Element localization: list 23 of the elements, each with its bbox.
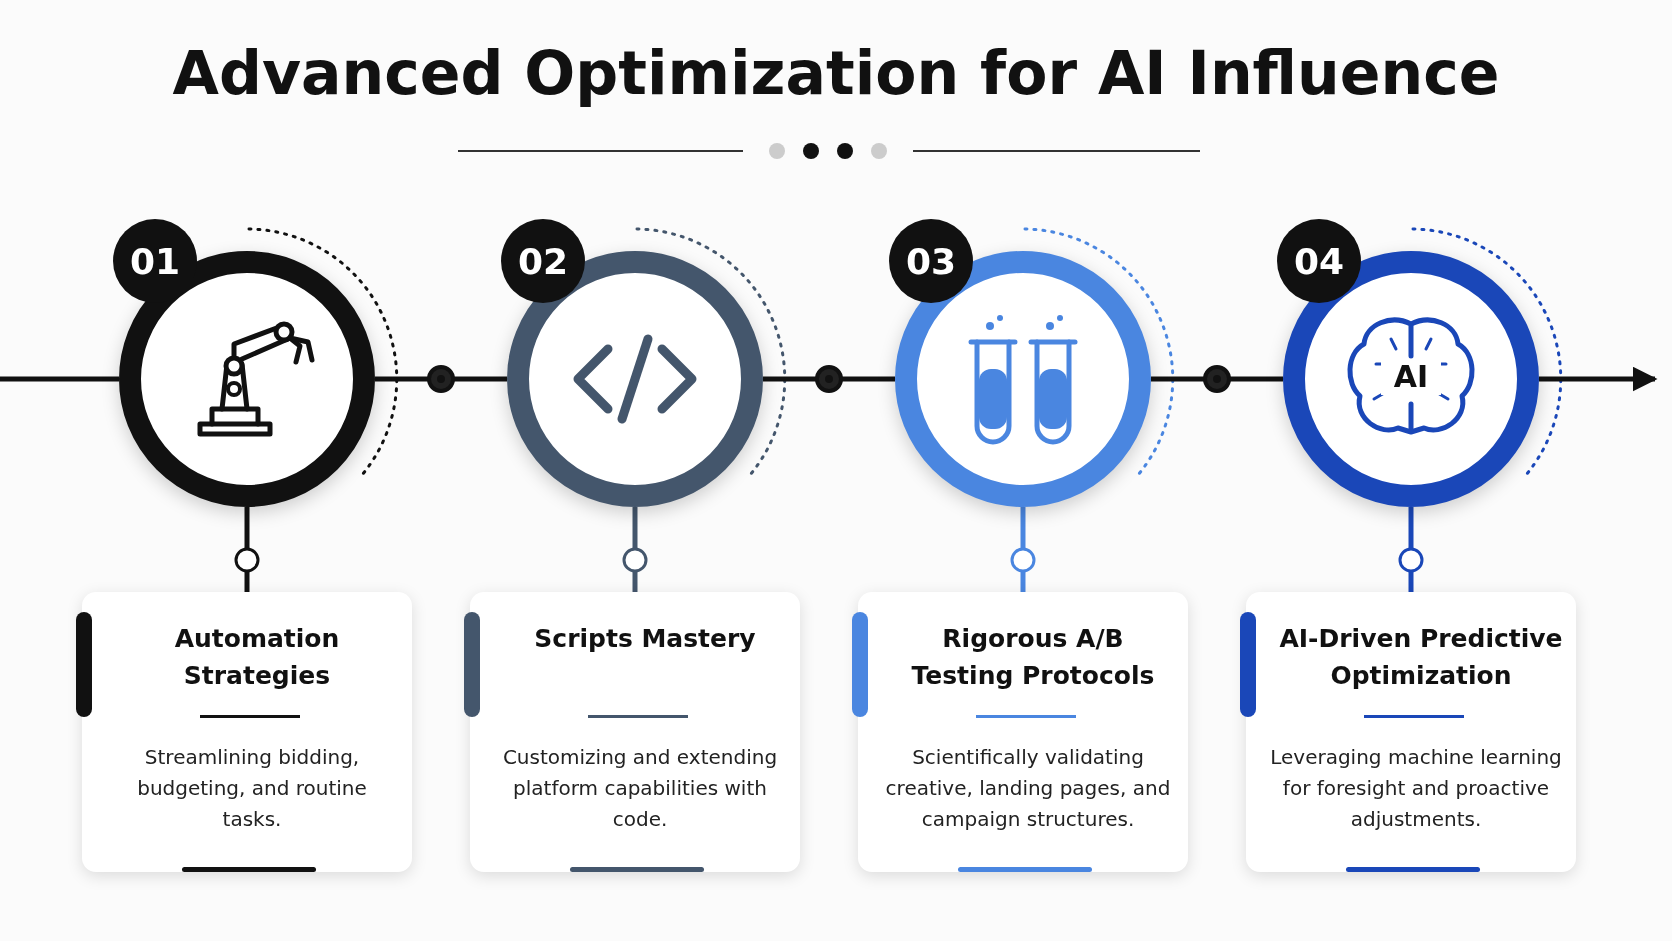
connector (1539, 366, 1658, 392)
connector (244, 507, 250, 592)
step-number: 02 (501, 219, 585, 303)
step-number: 04 (1277, 219, 1361, 303)
connector (632, 507, 638, 592)
card-description: Scientifically validating creative, landing pages, and campaign structures. (884, 744, 1172, 833)
connector (0, 376, 119, 382)
connector (1020, 507, 1026, 592)
connector (763, 376, 895, 382)
card-description: Leveraging machine learning for foresight and proactive adjustments. (1270, 744, 1562, 833)
connector (1408, 507, 1414, 592)
icon-label: AI (1381, 359, 1441, 395)
card-description: Streamlining bidding, budgeting, and routine tasks. (136, 744, 368, 833)
card-description: Customizing and extending platform capabilities with code. (501, 744, 779, 833)
step-number: 03 (889, 219, 973, 303)
card-heading: AI-Driven Predictive Optimization (1278, 623, 1564, 692)
card-heading: Rigorous A/B Testing Protocols (910, 623, 1156, 692)
card-heading: Automation Strategies (173, 623, 341, 692)
connector (1151, 376, 1283, 382)
step-number: 01 (113, 219, 197, 303)
connector (375, 376, 507, 382)
card-heading: Scripts Mastery (533, 623, 757, 655)
title: Advanced Optimization for AI Influence (171, 38, 1501, 108)
